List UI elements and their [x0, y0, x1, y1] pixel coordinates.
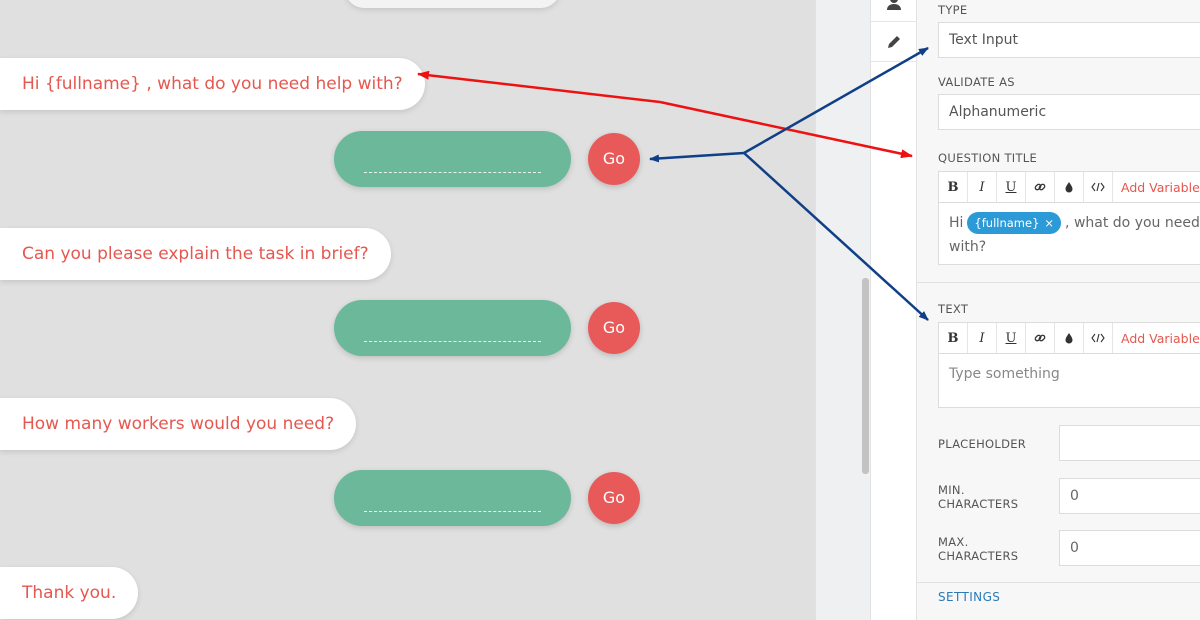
add-variable-button[interactable]: Add Variable [1121, 179, 1200, 195]
type-label: TYPE [938, 3, 968, 17]
question-bubble-2[interactable]: Can you please explain the task in brief… [0, 228, 391, 280]
italic-button[interactable]: I [968, 172, 997, 202]
ink-drop-icon[interactable] [1055, 323, 1084, 353]
bold-button[interactable]: B [939, 172, 968, 202]
question-prefix: Hi [949, 215, 964, 231]
placeholder-input[interactable] [1059, 425, 1200, 461]
type-select[interactable]: Text Input [938, 22, 1200, 58]
link-icon[interactable] [1026, 323, 1055, 353]
bold-button[interactable]: B [939, 323, 968, 353]
variable-chip-label: {fullname} [974, 216, 1040, 230]
section-divider [917, 282, 1200, 283]
link-icon[interactable] [1026, 172, 1055, 202]
placeholder-label: PLACEHOLDER [938, 437, 1027, 451]
question-bubble-4[interactable]: Thank you. [0, 567, 139, 619]
text-editor[interactable]: Type something [938, 354, 1200, 408]
answer-input-1[interactable] [334, 131, 571, 187]
settings-link[interactable]: SETTINGS [938, 590, 1001, 604]
question-suffix: , what do you need help [1065, 215, 1200, 231]
settings-divider [917, 582, 1200, 583]
question-bubble-3[interactable]: How many workers would you need? [0, 398, 357, 450]
text-toolbar: B I U Add Variable [938, 322, 1200, 354]
question-settings-panel: TYPE Text Input VALIDATE AS Alphanumeric… [916, 0, 1200, 620]
previous-answer-bubble [345, 0, 560, 8]
text-label: TEXT [938, 302, 969, 316]
validate-select[interactable]: Alphanumeric [938, 94, 1200, 130]
canvas-scrollbar[interactable] [862, 278, 869, 474]
answer-input-2[interactable] [334, 300, 571, 356]
question-bubble-1[interactable]: Hi {fullname} , what do you need help wi… [0, 58, 425, 110]
pencil-icon[interactable] [871, 22, 917, 62]
answer-input-3[interactable] [334, 470, 571, 526]
question-title-toolbar: B I U Add Variable [938, 171, 1200, 203]
underline-button[interactable]: U [997, 323, 1026, 353]
go-button-1[interactable]: Go [588, 133, 640, 185]
max-label-line-1: MAX. [938, 535, 969, 549]
max-characters-input[interactable]: 0 [1059, 530, 1200, 566]
code-icon[interactable] [1084, 172, 1113, 202]
question-line-2: with? [949, 239, 987, 255]
max-label-line-2: CHARACTERS [938, 549, 1019, 563]
min-label-line-2: CHARACTERS [938, 497, 1019, 511]
variable-chip[interactable]: {fullname} × [967, 212, 1062, 234]
add-variable-button[interactable]: Add Variable [1121, 330, 1200, 346]
min-characters-input[interactable]: 0 [1059, 478, 1200, 514]
go-button-2[interactable]: Go [588, 302, 640, 354]
chat-preview-canvas: Hi {fullname} , what do you need help wi… [0, 0, 640, 619]
user-icon[interactable] [871, 0, 917, 22]
ink-drop-icon[interactable] [1055, 172, 1084, 202]
tool-strip [870, 0, 917, 620]
chip-close-icon[interactable]: × [1044, 216, 1055, 230]
underline-button[interactable]: U [997, 172, 1026, 202]
question-title-label: QUESTION TITLE [938, 151, 1038, 165]
italic-button[interactable]: I [968, 323, 997, 353]
question-title-editor[interactable]: Hi {fullname} × , what do you need help wit… [938, 203, 1200, 265]
go-button-3[interactable]: Go [588, 472, 640, 524]
validate-label: VALIDATE AS [938, 75, 1015, 89]
code-icon[interactable] [1084, 323, 1113, 353]
min-label-line-1: MIN. [938, 483, 965, 497]
